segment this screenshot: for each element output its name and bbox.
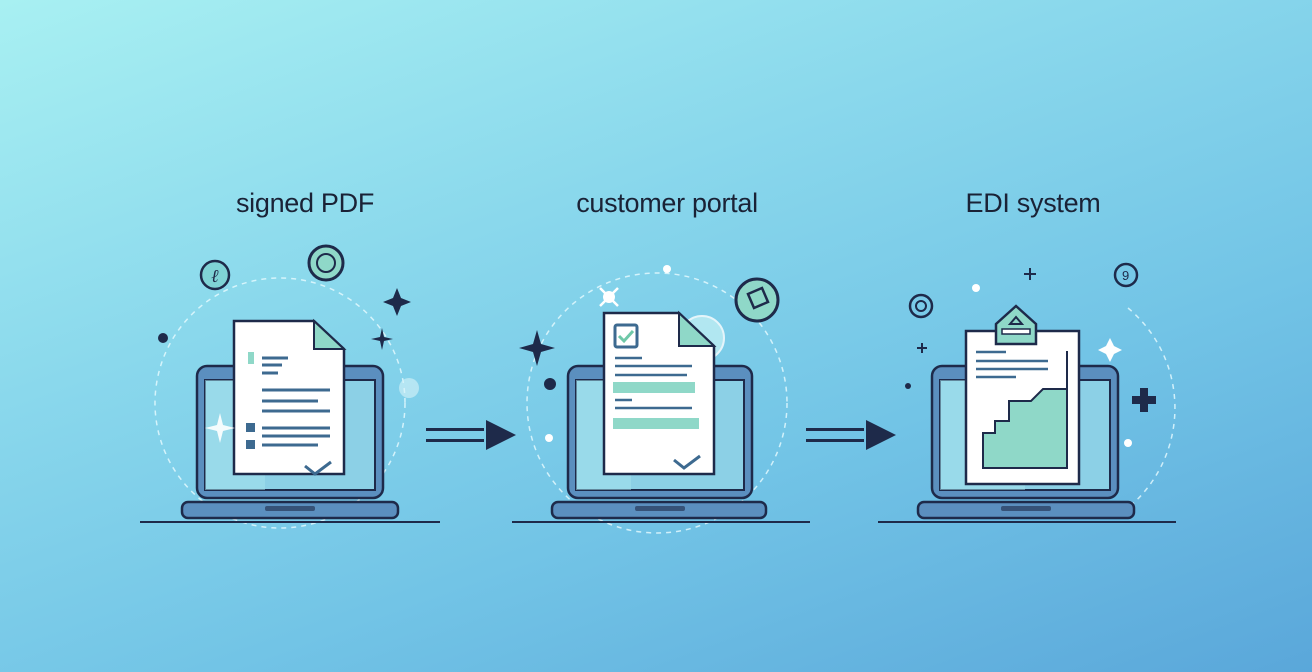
seal-icon	[307, 244, 345, 282]
stage-edi-system: EDI system 9	[848, 188, 1218, 548]
svg-text:ℓ: ℓ	[211, 266, 219, 286]
document-checklist-icon: ℓ	[140, 244, 440, 529]
info-badge-icon	[1113, 262, 1139, 288]
stage-label: customer portal	[576, 188, 758, 218]
spiral-icon	[908, 293, 934, 319]
stage-label: signed PDF	[235, 188, 375, 218]
stage-label: EDI system	[965, 188, 1101, 218]
stage-signed-pdf: signed PDF ℓ	[120, 188, 490, 548]
clipboard-chart-icon: 9	[878, 262, 1176, 523]
stage-customer-portal: customer portal	[482, 188, 852, 548]
flow-arrow-2	[804, 416, 899, 456]
flow-arrow-1	[424, 416, 519, 456]
double-arrow-right-icon	[806, 420, 896, 450]
double-arrow-right-icon	[426, 420, 516, 450]
info-badge-icon	[199, 259, 231, 291]
svg-text:9: 9	[1122, 268, 1129, 283]
document-form-icon	[512, 265, 810, 534]
badge-icon	[734, 277, 780, 323]
